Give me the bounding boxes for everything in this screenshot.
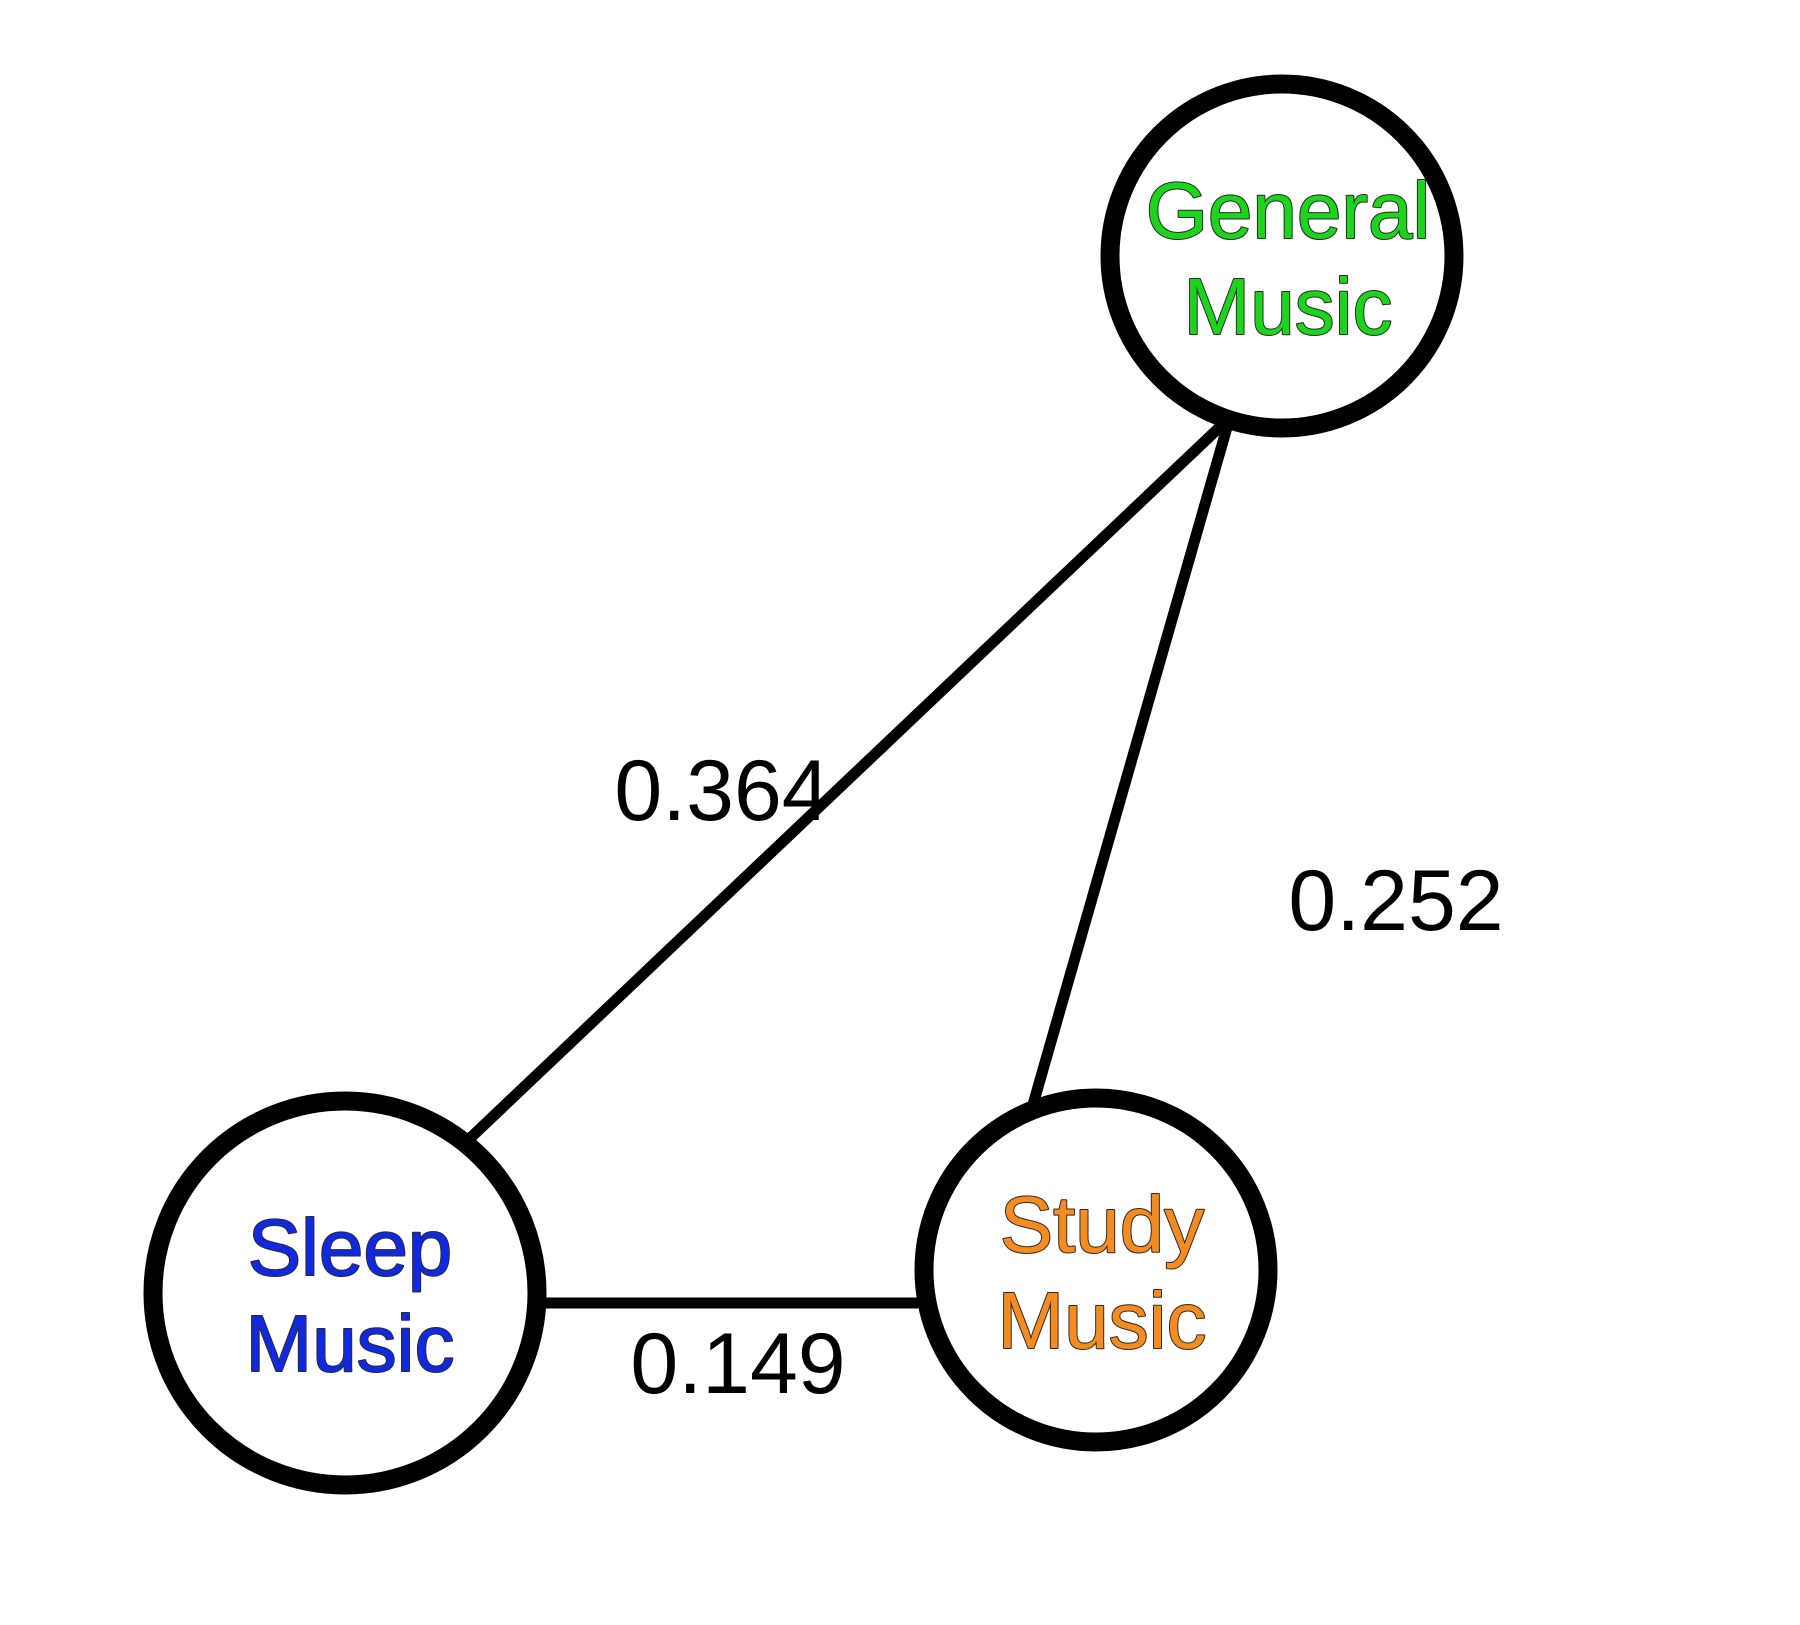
node-label-general-music-line1: General <box>1146 166 1431 255</box>
graph-edge-general-study[interactable] <box>1026 422 1234 1110</box>
graph-node-sleep-music[interactable] <box>143 1091 547 1495</box>
edge-weight-label-general-study: 0.252 <box>1288 853 1503 949</box>
node-label-study-music-line1: Study <box>1000 1180 1205 1269</box>
node-label-sleep-music-line1: Sleep <box>248 1203 453 1292</box>
node-label-study-music-line2: Music <box>998 1276 1207 1365</box>
graph-node-general-music[interactable] <box>1100 74 1464 438</box>
node-label-general-music-line2: Music <box>1184 262 1393 351</box>
edge-weight-label-sleep-study: 0.149 <box>630 1316 845 1412</box>
graph-node-study-music[interactable] <box>914 1088 1278 1452</box>
graph-edge-sleep-general[interactable] <box>461 420 1227 1147</box>
node-label-sleep-music-line2: Music <box>246 1299 455 1388</box>
edges-layer <box>461 420 1234 1309</box>
edge-weight-label-sleep-general: 0.364 <box>614 743 829 839</box>
nodes-layer <box>143 74 1464 1495</box>
edge-labels-layer: 0.364 0.252 0.149 <box>614 743 1503 1412</box>
